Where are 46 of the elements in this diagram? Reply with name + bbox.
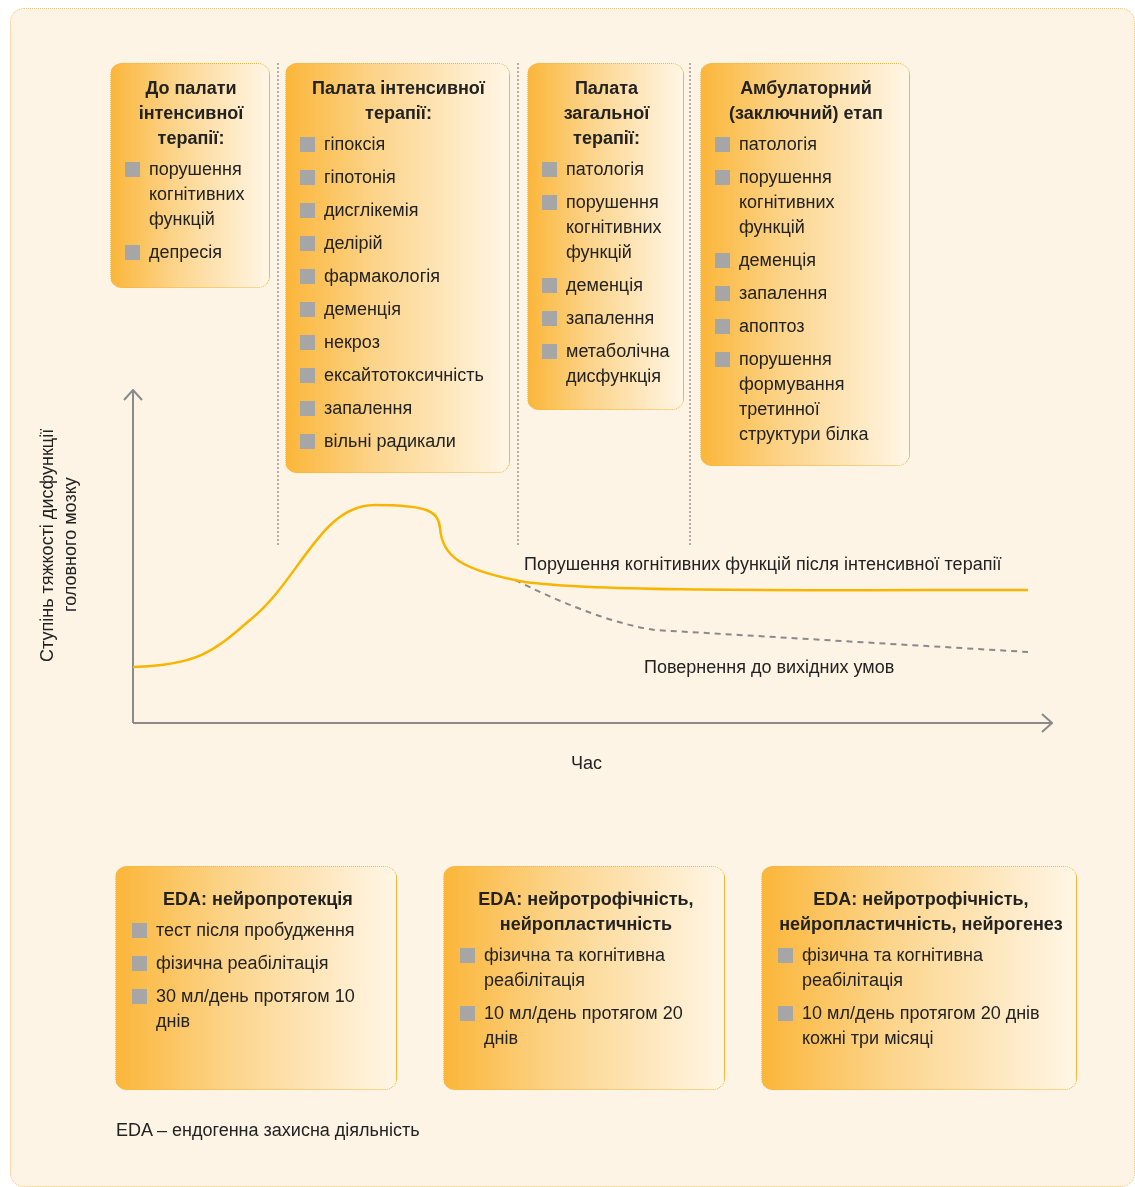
list-item: ексайтотоксичність bbox=[298, 363, 499, 388]
info-box bbox=[700, 63, 910, 466]
list-item: метаболічна дисфункція bbox=[540, 339, 673, 389]
footnote: EDA – ендогенна захисна діяльність bbox=[116, 1119, 420, 1142]
axis-label: Час bbox=[571, 752, 602, 775]
list-item: деменція bbox=[713, 248, 899, 273]
list-item: 10 мл/день протягом 20 днів bbox=[458, 1001, 714, 1051]
list-item: порушення когнітивних функцій bbox=[713, 165, 899, 240]
list-item: порушення когнітивних функцій bbox=[540, 190, 673, 265]
list-item: порушення когнітивних функцій bbox=[123, 157, 259, 232]
box-heading: EDA: нейропротекція bbox=[162, 888, 354, 911]
list-item: некроз bbox=[298, 330, 499, 355]
list-item: делірій bbox=[298, 231, 499, 256]
list-item: апоптоз bbox=[713, 314, 899, 339]
list-item: порушення формування третинної структури білка bbox=[713, 347, 899, 447]
list-item: 30 мл/день протягом 10 днів bbox=[130, 984, 386, 1034]
axis-label: Ступінь тяжкості дисфункції головного мозку bbox=[36, 427, 81, 664]
list-item: патологія bbox=[713, 132, 899, 157]
list-item: дисглікемія bbox=[298, 198, 499, 223]
curve-label: Порушення когнітивних функцій після інтенсивної терапії bbox=[524, 553, 1002, 576]
list-item: гіпоксія bbox=[298, 132, 499, 157]
list-item: фізична реабілітація bbox=[130, 951, 386, 976]
list-item: депресія bbox=[123, 240, 259, 265]
list-item: фізична та когнітивна реабілітація bbox=[458, 943, 714, 993]
list-item: фізична та когнітивна реабілітація bbox=[776, 943, 1066, 993]
list-item: вільні радикали bbox=[298, 429, 499, 454]
info-box bbox=[761, 866, 1077, 1090]
box-heading: Палата загальної терапії: bbox=[562, 77, 651, 150]
list-item: гіпотонія bbox=[298, 165, 499, 190]
list-item: деменція bbox=[298, 297, 499, 322]
box-heading: До палати інтенсивної терапії: bbox=[137, 77, 245, 150]
list-item: фармакологія bbox=[298, 264, 499, 289]
list-item: запалення bbox=[540, 306, 673, 331]
list-item: 10 мл/день протягом 20 днів кожні три місяці bbox=[776, 1001, 1066, 1051]
list-item: запалення bbox=[298, 396, 499, 421]
list-item: патологія bbox=[540, 157, 673, 182]
box-heading: Палата інтенсивної терапії: bbox=[311, 77, 486, 125]
list-item: деменція bbox=[540, 273, 673, 298]
info-box bbox=[443, 866, 725, 1090]
info-box bbox=[285, 63, 510, 473]
info-box bbox=[110, 63, 270, 288]
info-box bbox=[527, 63, 684, 410]
curve-label: Повернення до вихідних умов bbox=[644, 656, 895, 679]
list-item: запалення bbox=[713, 281, 899, 306]
info-box bbox=[115, 866, 397, 1090]
list-item: тест після пробудження bbox=[130, 918, 386, 943]
